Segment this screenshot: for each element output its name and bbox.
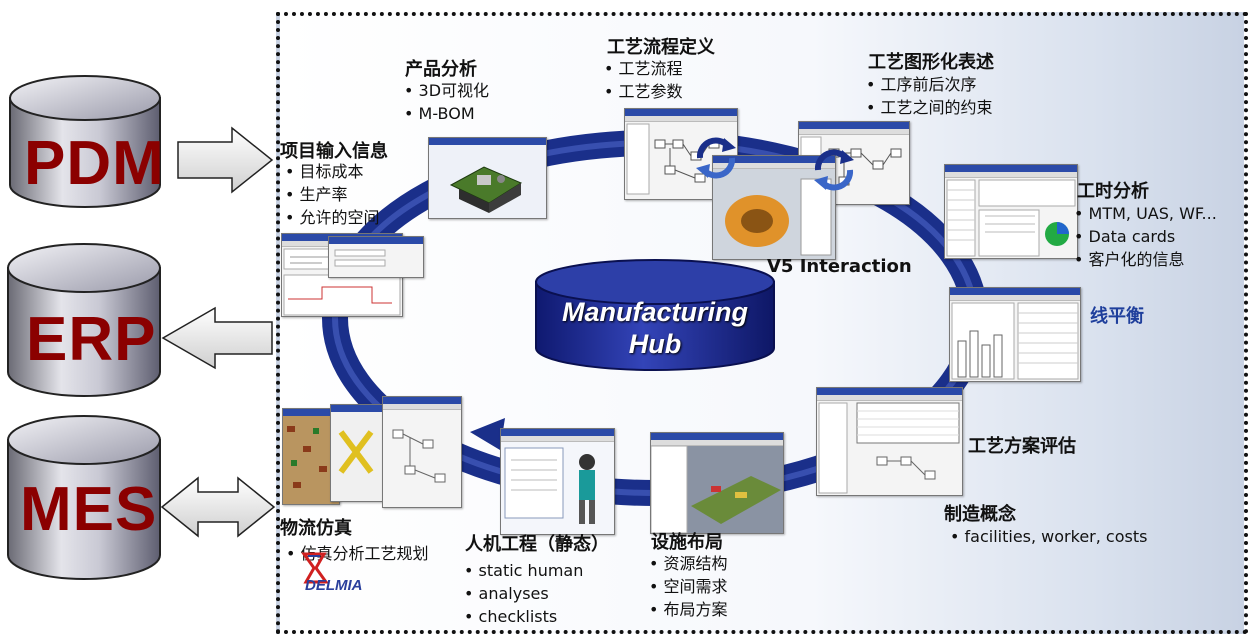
process-flow-title: 工艺流程定义 [607, 37, 715, 58]
human-model-icon [504, 447, 595, 524]
robot-cell-icon [713, 169, 835, 259]
list-item: static human [464, 559, 584, 582]
mes-cylinder [7, 415, 161, 580]
manufacturing-hub [535, 259, 775, 371]
mes-label: MES [20, 475, 158, 544]
eval-table-icon [818, 402, 960, 494]
balance-chart-icon [951, 302, 1079, 380]
list-item: analyses [464, 582, 583, 605]
line-balance-title: 线平衡 [1090, 306, 1144, 327]
product-3d-thumbnail [428, 137, 547, 219]
list-item: 资源结构 [649, 552, 728, 575]
project-input-dialog [328, 236, 424, 278]
list-item: 工艺流程 [604, 57, 683, 80]
list-item: 布局方案 [649, 598, 728, 621]
facility-layout-list: 资源结构 空间需求 布局方案 [649, 552, 728, 621]
list-item: 仿真分析工艺规划 [286, 542, 429, 565]
list-item: 工艺参数 [604, 80, 683, 103]
product-model-icon [429, 145, 546, 218]
process-graphic-title: 工艺图形化表述 [868, 52, 994, 73]
logistics-tree-window [330, 404, 384, 502]
logistics-flow-icon [392, 429, 446, 483]
flow-diagram-icon [626, 123, 720, 195]
list-item: facilities, worker, costs [950, 525, 1148, 548]
manufacturing-concept-list: facilities, worker, costs [950, 525, 1148, 548]
ring-arrowhead [470, 418, 505, 450]
list-item: 生产率 [285, 183, 380, 206]
arrow-right-icon [177, 126, 274, 194]
logistics-title: 物流仿真 [280, 518, 352, 539]
manufacturing-concept-title: 制造概念 [944, 504, 1016, 525]
ergonomics-list: static human analyses checklists [464, 559, 584, 628]
facility-layout-window [650, 432, 784, 534]
project-input-list: 目标成本 生产率 允许的空间 [285, 160, 380, 229]
logistics-grid-icon [283, 416, 339, 504]
list-item: M-BOM [404, 102, 489, 125]
list-item: 空间需求 [649, 575, 728, 598]
pdm-label: PDM [24, 129, 165, 198]
facility-layout-title: 设施布局 [651, 532, 723, 553]
list-item: Data cards [1074, 225, 1217, 248]
v5-center-window [712, 155, 836, 260]
process-eval-window [816, 387, 963, 496]
product-analysis-title: 产品分析 [405, 59, 477, 80]
v5-interaction-label: V5 Interaction [767, 256, 912, 277]
list-item: 3D可视化 [404, 79, 490, 102]
process-eval-title: 工艺方案评估 [968, 436, 1076, 457]
product-analysis-list: 3D可视化 M-BOM [404, 79, 490, 125]
hub-label: Manufacturing Hub [536, 296, 774, 360]
logistics-list: 仿真分析工艺规划 [286, 542, 429, 565]
logistics-flow-window [382, 396, 462, 508]
ergonomics-window [500, 428, 615, 535]
arrow-both-icon [160, 476, 276, 538]
delmia-logo-text: DELMIA [305, 577, 363, 594]
process-graphic-list: 工序前后次序 工艺之间的约束 [866, 73, 993, 119]
sync-arrows-icon-2 [814, 149, 854, 191]
project-input-title: 项目输入信息 [280, 141, 388, 162]
time-analysis-window [944, 164, 1078, 259]
dialog-fields-icon [334, 249, 386, 267]
time-analysis-list: MTM, UAS, WF... Data cards 客户化的信息 [1074, 202, 1217, 271]
line-balance-window [949, 287, 1081, 382]
ergonomics-title: 人机工程（静态） [465, 534, 609, 555]
erp-cylinder [7, 243, 161, 397]
hub-line1: Manufacturing [562, 297, 748, 327]
list-item: 目标成本 [285, 160, 380, 183]
hub-line2: Hub [628, 329, 682, 359]
factory-layout-icon [651, 445, 783, 533]
process-flow-list: 工艺流程 工艺参数 [604, 57, 683, 103]
pdm-cylinder [9, 75, 161, 208]
erp-label: ERP [26, 305, 157, 374]
sync-arrows-icon [696, 137, 736, 179]
list-item: 允许的空间 [285, 206, 380, 229]
arrow-left-icon [161, 306, 273, 370]
list-item: 工艺之间的约束 [866, 96, 993, 119]
list-item: checklists [464, 605, 583, 628]
list-item: 工序前后次序 [866, 73, 993, 96]
yellow-cross-icon [338, 430, 374, 474]
time-table-icon [946, 179, 1076, 257]
list-item: 客户化的信息 [1074, 248, 1217, 271]
time-analysis-title: 工时分析 [1077, 181, 1149, 202]
delmia-logo-icon [301, 552, 329, 584]
list-item: MTM, UAS, WF... [1074, 202, 1217, 225]
system-cylinders [7, 75, 276, 580]
